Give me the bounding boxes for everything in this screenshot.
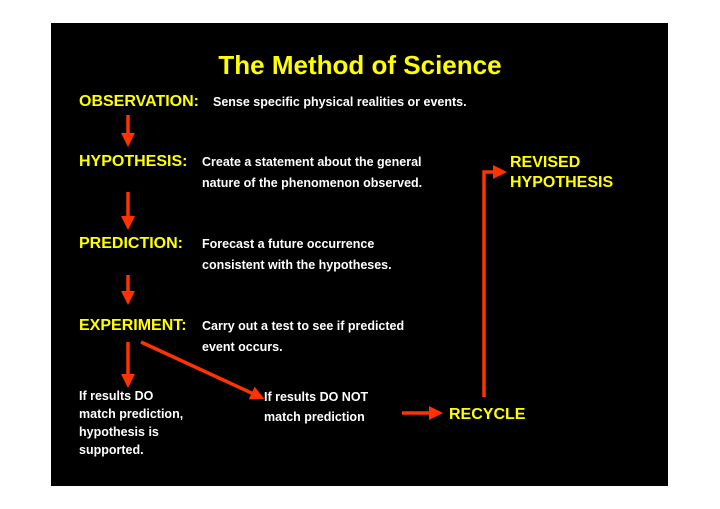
hypothesis-text-2: nature of the phenomenon observed. [202, 176, 423, 190]
match-line: supported. [79, 443, 144, 457]
nomatch-line: match prediction [264, 410, 365, 424]
nomatch-line: If results DO NOT [264, 390, 369, 404]
revised-line: HYPOTHESIS [510, 174, 614, 191]
slide-title: The Method of Science [218, 50, 502, 80]
revised-hypothesis-label: REVISED HYPOTHESIS [510, 153, 613, 193]
arrow-experiment-to-nomatch [140, 340, 265, 400]
observation-label: OBSERVATION: [79, 93, 200, 110]
observation-text: Sense specific physical realities or eve… [213, 95, 467, 109]
revised-line: REVISED [510, 154, 581, 171]
prediction-text-2: consistent with the hypotheses. [202, 258, 392, 272]
recycle-label: RECYCLE [449, 406, 526, 423]
experiment-text-1: Carry out a test to see if predicted [202, 319, 405, 333]
match-outcome: If results DO match prediction, hypothes… [79, 387, 183, 459]
match-line: match prediction, [79, 407, 184, 421]
hypothesis-text-1: Create a statement about the general [202, 155, 422, 169]
prediction-text-1: Forecast a future occurrence [202, 237, 375, 251]
match-line: If results DO [79, 389, 154, 403]
arrow-recycle-to-revised [482, 165, 507, 397]
slide [51, 23, 668, 486]
experiment-text-2: event occurs. [202, 340, 283, 354]
match-line: hypothesis is [79, 425, 159, 439]
nomatch-outcome: If results DO NOT match prediction [264, 387, 368, 427]
hypothesis-label: HYPOTHESIS: [79, 153, 188, 170]
prediction-label: PREDICTION: [79, 235, 183, 252]
experiment-label: EXPERIMENT: [79, 317, 187, 334]
